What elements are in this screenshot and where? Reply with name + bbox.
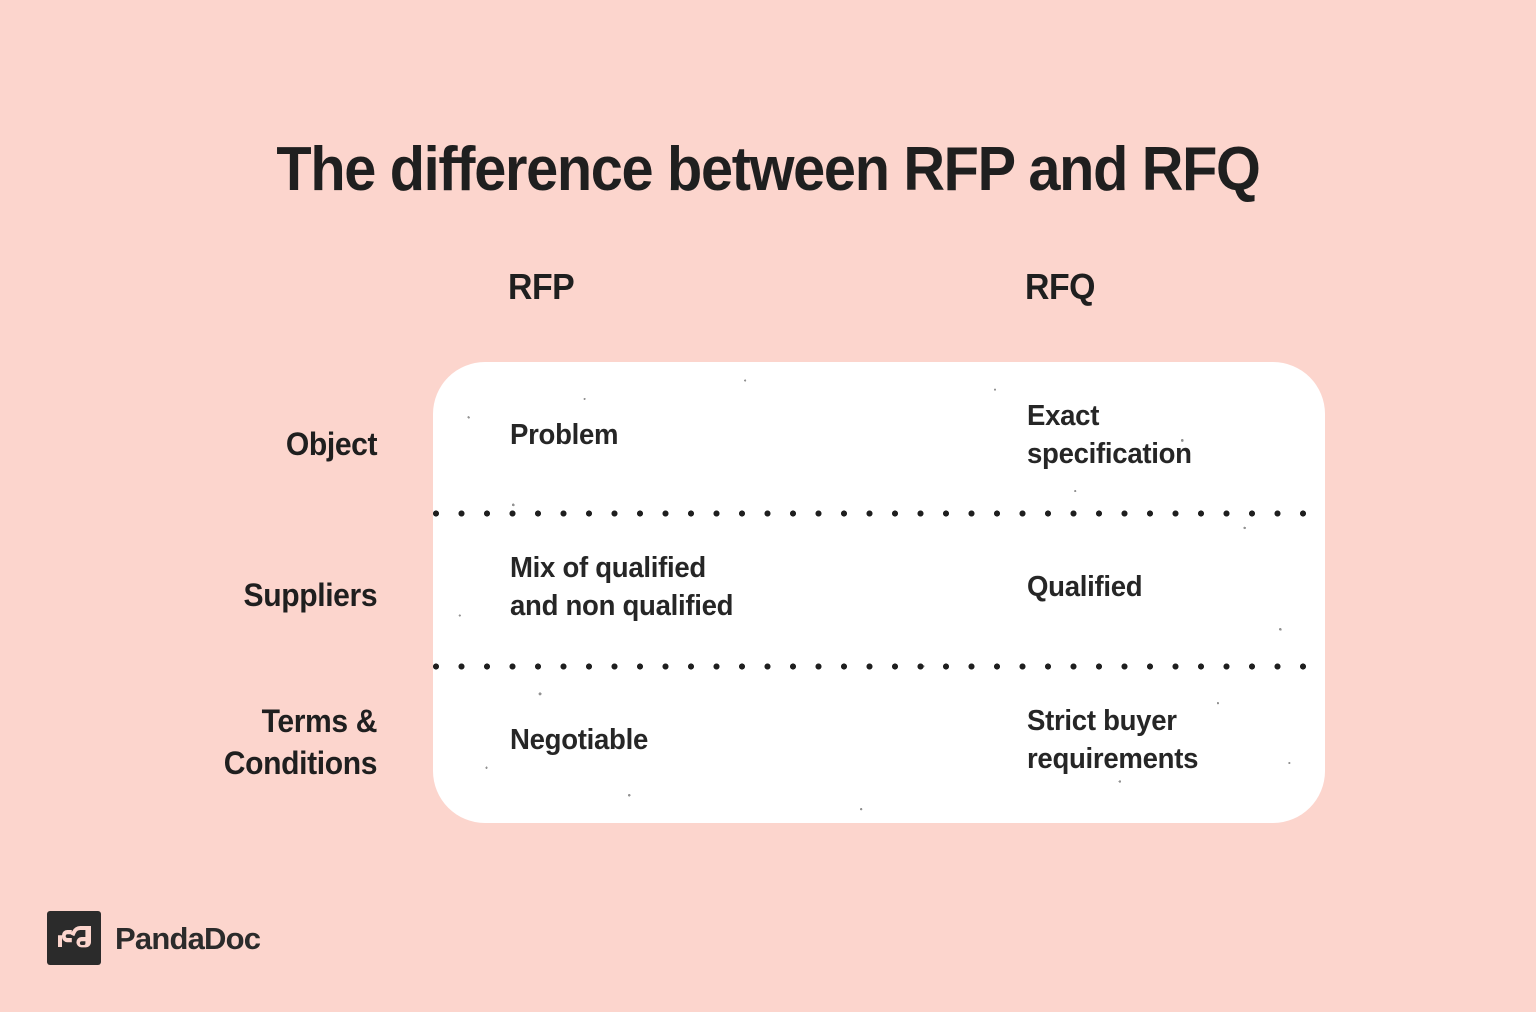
cell-terms-rfq: Strict buyer requirements xyxy=(1027,705,1199,776)
row-divider-1 xyxy=(433,510,1325,517)
page-title: The difference between RFP and RFQ xyxy=(276,135,1260,204)
pandadoc-logo: PandaDoc xyxy=(47,911,261,965)
column-header-rfp: RFP xyxy=(508,266,575,307)
comparison-card: Problem Exact specification Mix of quali… xyxy=(433,362,1325,823)
pandadoc-wordmark: PandaDoc xyxy=(115,920,261,956)
column-header-rfq: RFQ xyxy=(1025,266,1096,307)
cell-suppliers-rfq: Qualified xyxy=(1027,571,1143,603)
row-label-object: Object xyxy=(285,426,378,462)
cell-object-rfq: Exact specification xyxy=(1027,400,1192,471)
cell-terms-rfp: Negotiable xyxy=(510,724,648,756)
row-label-suppliers: Suppliers xyxy=(243,577,377,613)
row-divider-2 xyxy=(433,663,1325,670)
pandadoc-pd-monogram-icon xyxy=(47,911,101,965)
cell-object-rfp: Problem xyxy=(510,419,619,451)
cell-suppliers-rfp: Mix of qualified and non qualified xyxy=(510,552,734,623)
row-label-terms-and-conditions: Terms & Conditions xyxy=(223,703,378,781)
